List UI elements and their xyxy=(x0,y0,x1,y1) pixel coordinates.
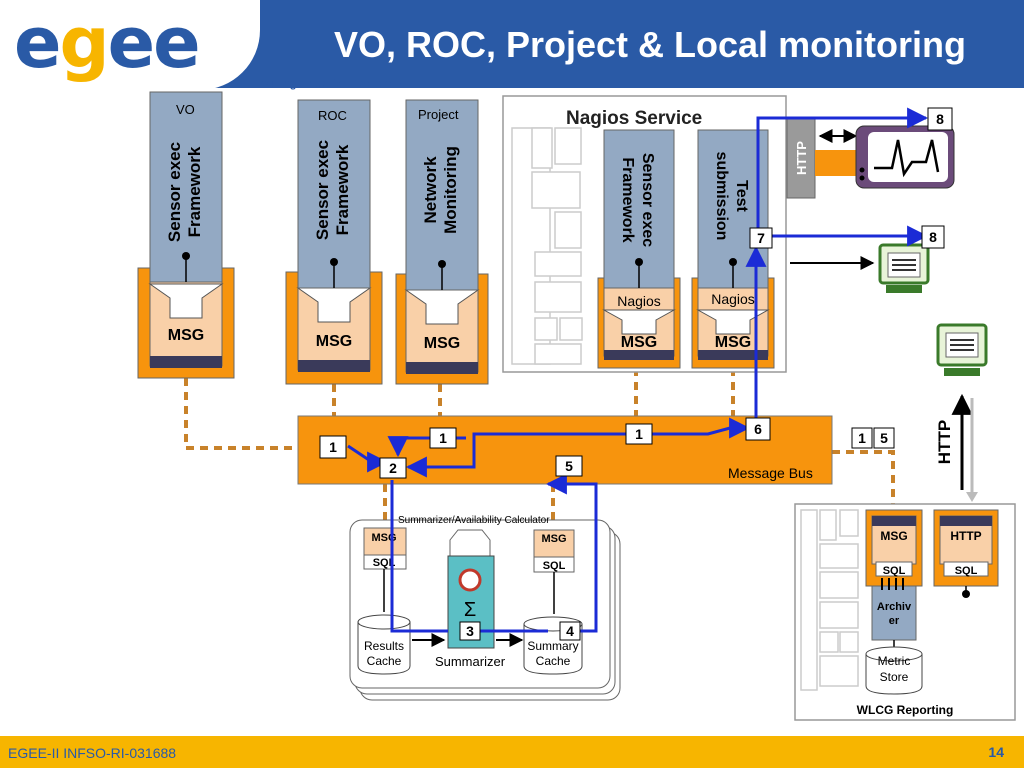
page-subtitle: Enabling Grids for E-sciencE xyxy=(250,78,402,90)
svg-text:8: 8 xyxy=(936,111,944,127)
http-display-link: HTTP xyxy=(786,117,955,199)
svg-text:4: 4 xyxy=(566,623,574,639)
svg-text:8: 8 xyxy=(929,229,937,245)
svg-text:Monitoring: Monitoring xyxy=(441,146,460,234)
svg-text:3: 3 xyxy=(466,623,474,639)
svg-text:1: 1 xyxy=(439,430,447,446)
svg-text:Σ: Σ xyxy=(464,599,476,621)
flow-arrows xyxy=(347,107,929,633)
svg-text:1: 1 xyxy=(635,426,643,442)
svg-text:1: 1 xyxy=(329,439,337,455)
svg-text:Summary: Summary xyxy=(527,639,578,653)
svg-text:Results: Results xyxy=(364,639,404,653)
svg-text:1: 1 xyxy=(858,430,866,446)
svg-text:Test: Test xyxy=(733,180,750,212)
svg-text:Archiv: Archiv xyxy=(877,601,912,613)
svg-text:Cache: Cache xyxy=(367,654,402,668)
vo-sensor-column: MSG VO Sensor exec Framework xyxy=(137,91,235,379)
svg-text:5: 5 xyxy=(565,458,573,474)
roc-tag: ROC xyxy=(318,108,347,123)
svg-text:SQL: SQL xyxy=(373,557,396,569)
svg-text:Network: Network xyxy=(421,156,440,224)
svg-text:submission: submission xyxy=(713,152,730,241)
svg-text:7: 7 xyxy=(757,230,765,246)
http-vertical-label: HTTP xyxy=(935,420,954,464)
svg-text:SQL: SQL xyxy=(955,565,978,577)
page-number: 14 xyxy=(988,744,1004,760)
svg-text:Framework: Framework xyxy=(185,146,204,237)
step-labels: 1 1 1 2 5 6 7 8 8 1 5 3 4 xyxy=(319,107,953,641)
roc-sensor-column: MSG ROC Sensor exec Framework xyxy=(285,99,383,385)
svg-text:MSG: MSG xyxy=(880,529,907,543)
svg-text:Message Bus: Message Bus xyxy=(728,465,813,481)
svg-text:er: er xyxy=(889,615,900,627)
svg-text:HTTP: HTTP xyxy=(794,141,809,175)
browser-monitor-icon-2 xyxy=(936,323,988,376)
nagios-service-title: Nagios Service xyxy=(566,108,702,129)
svg-text:Cache: Cache xyxy=(536,654,571,668)
summarizer-calculator-box: Summarizer/Availability Calculator MSG S… xyxy=(349,515,621,701)
browser-monitor-icon xyxy=(878,243,930,293)
svg-text:HTTP: HTTP xyxy=(950,529,981,543)
svg-text:Metric: Metric xyxy=(878,654,911,668)
vo-msg-label: MSG xyxy=(168,327,204,344)
footer-project-id: EGEE-II INFSO-RI-031688 xyxy=(8,745,177,761)
svg-text:SQL: SQL xyxy=(883,565,906,577)
svg-text:Summarizer/Availability Calcul: Summarizer/Availability Calculator xyxy=(398,515,550,526)
header-bar: egee VO, ROC, Project & Local monitoring xyxy=(0,0,1024,90)
svg-text:MSG: MSG xyxy=(371,532,396,544)
svg-text:Nagios: Nagios xyxy=(617,293,661,309)
svg-text:WLCG Reporting: WLCG Reporting xyxy=(857,703,954,717)
project-tag: Project xyxy=(418,107,459,122)
svg-text:SQL: SQL xyxy=(543,560,566,572)
logo-background xyxy=(0,0,260,90)
svg-text:Framework: Framework xyxy=(333,144,352,235)
svg-text:Sensor exec: Sensor exec xyxy=(313,140,332,240)
svg-text:Framework: Framework xyxy=(619,157,636,242)
nagios-sensor-column: Nagios MSG Sensor exec Framework xyxy=(597,129,681,369)
svg-text:Sensor exec: Sensor exec xyxy=(639,153,656,247)
footer-bar: EGEE-II INFSO-RI-031688 14 xyxy=(0,736,1024,768)
vo-tag: VO xyxy=(176,102,195,117)
svg-text:MSG: MSG xyxy=(715,334,751,351)
svg-text:Nagios: Nagios xyxy=(711,291,755,307)
wlcg-reporting-box: WLCG Reporting MSG SQL Archiv er Metric … xyxy=(794,503,1016,721)
svg-text:MSG: MSG xyxy=(424,335,460,352)
svg-text:MSG: MSG xyxy=(316,333,352,350)
svg-text:Sensor exec: Sensor exec xyxy=(165,142,184,242)
svg-text:2: 2 xyxy=(389,460,397,476)
nagios-test-column: Nagios MSG Test submission xyxy=(691,129,775,369)
svg-text:6: 6 xyxy=(754,421,762,437)
egee-logo: egee xyxy=(14,2,201,84)
svg-text:MSG: MSG xyxy=(541,533,566,545)
svg-text:MSG: MSG xyxy=(621,334,657,351)
project-network-column: MSG Project Network Monitoring xyxy=(395,99,489,385)
svg-text:Summarizer: Summarizer xyxy=(435,654,506,669)
svg-text:5: 5 xyxy=(880,430,888,446)
svg-text:Store: Store xyxy=(880,670,909,684)
page-title: VO, ROC, Project & Local monitoring xyxy=(333,24,967,65)
